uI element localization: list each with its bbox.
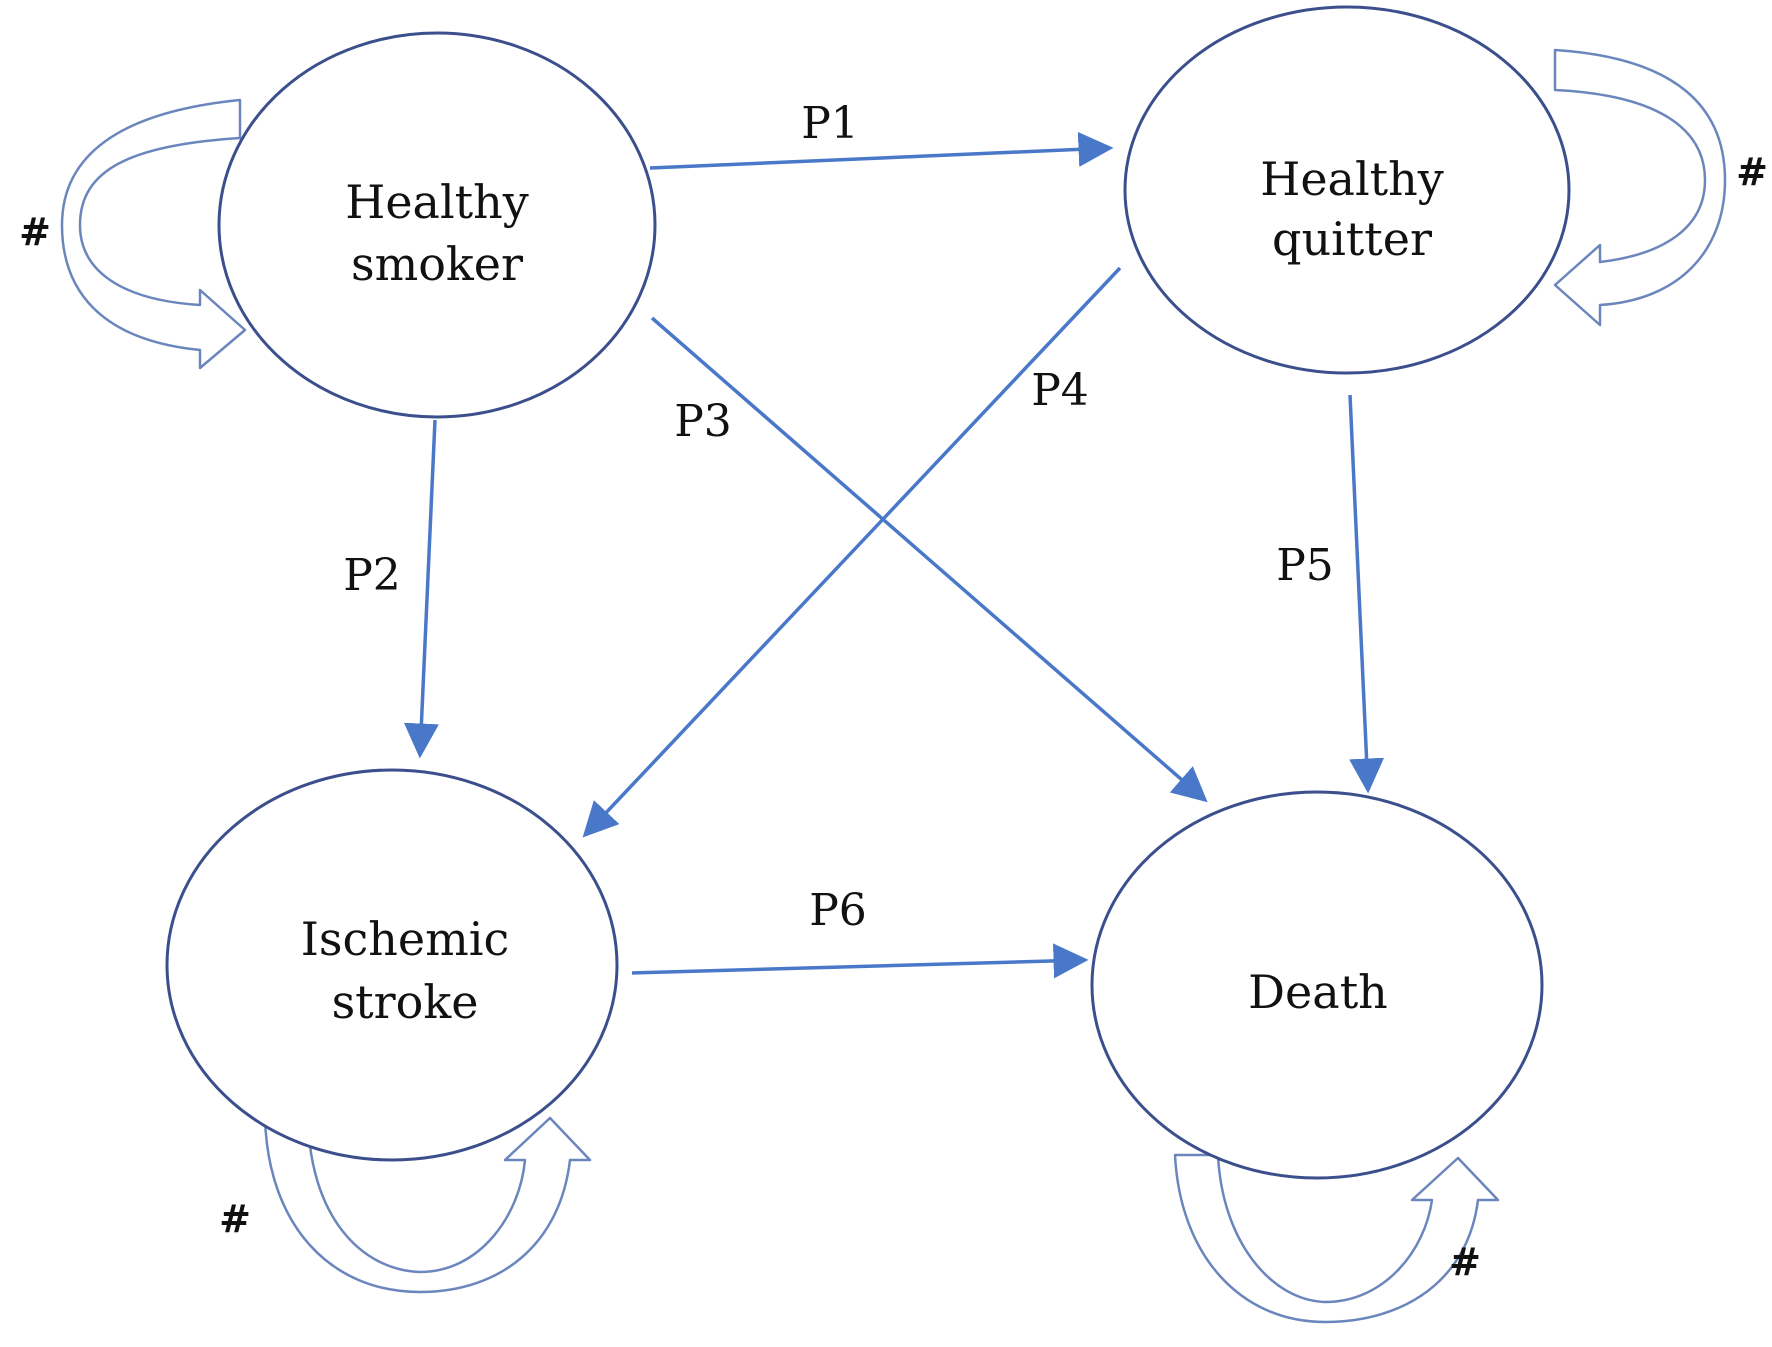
state-label-line1: Ischemic [301, 912, 509, 966]
state-label-line2: stroke [332, 975, 479, 1029]
edge-p5-label: P5 [1276, 540, 1334, 591]
state-death: Death [1090, 790, 1544, 1180]
state-healthy-smoker: Healthy smoker [217, 31, 657, 419]
edge-p2-label: P2 [343, 550, 401, 601]
state-healthy-quitter: Healthy quitter [1123, 5, 1571, 375]
edge-p3-label: P3 [674, 396, 732, 447]
state-label-line2: smoker [351, 237, 523, 291]
state-label-line2: quitter [1272, 212, 1432, 266]
self-loop-label-healthy-smoker: # [19, 210, 51, 254]
self-loop-arrow-icon [60, 98, 247, 370]
state-label-line1: Healthy [1260, 152, 1444, 206]
self-loop-label-ischemic-stroke: # [219, 1197, 251, 1241]
self-loop-ischemic-stroke: # [219, 1116, 592, 1294]
self-loop-death: # [1173, 1153, 1500, 1324]
edge-p1-arrow [649, 131, 1114, 170]
edge-p3-arrow [650, 316, 1208, 803]
state-ischemic-stroke: Ischemic stroke [165, 768, 619, 1162]
state-label-line1: Death [1248, 965, 1388, 1019]
state-label-line1: Healthy [345, 175, 529, 229]
self-loop-arrow-icon [263, 1116, 592, 1294]
self-loop-healthy-quitter: # [1553, 48, 1768, 327]
edge-p6-label: P6 [809, 885, 867, 936]
edge-p1-label: P1 [801, 98, 859, 149]
edge-p6-arrow [631, 943, 1089, 979]
self-loop-arrow-icon [1553, 48, 1727, 327]
self-loop-arrow-icon [1173, 1153, 1500, 1324]
edge-p2-arrow [403, 419, 439, 759]
self-loop-label-healthy-quitter: # [1736, 150, 1768, 194]
self-loop-healthy-smoker: # [19, 98, 247, 370]
edge-p5-arrow [1348, 394, 1385, 794]
self-loop-label-death: # [1449, 1240, 1481, 1284]
edge-p4-label: P4 [1031, 365, 1089, 416]
edge-p4-arrow [582, 266, 1122, 838]
